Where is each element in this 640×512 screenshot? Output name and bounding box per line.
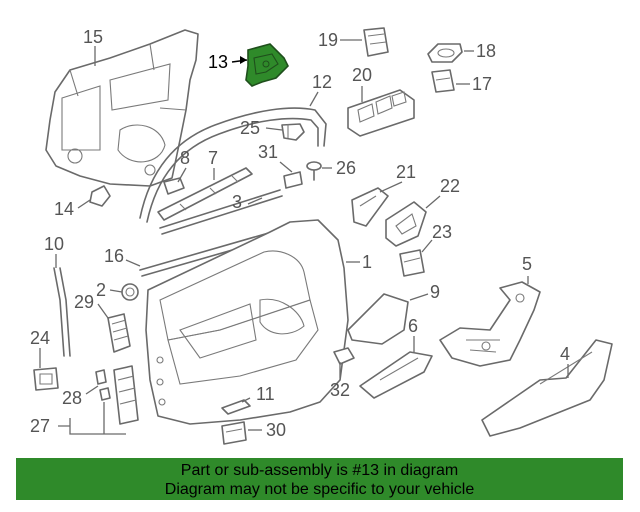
callout-6: 6 — [408, 316, 418, 336]
part-4-armrest — [481, 339, 613, 437]
part-19-switch — [363, 27, 389, 57]
part-8-clip — [163, 177, 185, 195]
callout-8: 8 — [180, 148, 190, 168]
callout-labels: 15 13 19 18 20 17 12 25 8 7 31 26 21 22 … — [30, 27, 570, 440]
part-29-vent — [107, 313, 131, 353]
callout-23: 23 — [432, 222, 452, 242]
part-10-seal-strip — [53, 267, 71, 357]
callout-9: 9 — [430, 282, 440, 302]
callout-10: 10 — [44, 234, 64, 254]
part-13-bracket-highlighted — [245, 43, 289, 87]
callout-4: 4 — [560, 344, 570, 364]
info-banner: Part or sub-assembly is #13 in diagram D… — [16, 458, 623, 500]
part-15-inner-panel — [45, 29, 199, 187]
part-20-window-switch-panel — [347, 89, 415, 137]
callout-24: 24 — [30, 328, 50, 348]
banner-line-disclaimer: Diagram may not be specific to your vehi… — [164, 481, 475, 498]
callout-11: 11 — [256, 384, 275, 404]
callout-31: 31 — [258, 142, 278, 162]
part-31-clip — [283, 171, 303, 189]
part-3-belt-molding — [159, 189, 283, 235]
callout-17: 17 — [472, 74, 492, 94]
part-1-door-trim-panel — [145, 219, 349, 425]
callout-25: 25 — [240, 118, 260, 138]
part-26-push-pin — [306, 161, 322, 181]
part-12-window-trim — [139, 107, 327, 223]
banner-line-part: Part or sub-assembly is #13 in diagram — [180, 462, 459, 479]
part-14-clip — [89, 185, 111, 207]
callout-13: 13 — [208, 52, 228, 72]
part-6-armrest-cover — [359, 351, 433, 399]
part-11-clip — [221, 399, 251, 415]
part-9-foam-pad — [347, 293, 409, 345]
part-18-bezel — [427, 43, 463, 63]
part-32-clip — [333, 347, 355, 365]
callout-18: 18 — [476, 41, 496, 61]
callout-5: 5 — [522, 254, 532, 274]
callout-28: 28 — [62, 388, 82, 408]
part-2-grommet — [121, 283, 139, 301]
callout-30: 30 — [266, 420, 286, 440]
callout-29: 29 — [74, 292, 94, 312]
part-23-switch — [399, 249, 425, 277]
part-25-clip — [281, 123, 305, 141]
callout-15: 15 — [83, 27, 103, 47]
part-30-module — [221, 421, 247, 445]
callout-7: 7 — [208, 148, 218, 168]
callout-32: 32 — [330, 380, 350, 400]
callout-19: 19 — [318, 30, 338, 50]
part-27-grille — [113, 365, 139, 425]
callout-26: 26 — [336, 158, 356, 178]
callout-20: 20 — [352, 65, 372, 85]
callout-1: 1 — [362, 252, 372, 272]
callout-27: 27 — [30, 416, 50, 436]
part-7-trim-strip — [157, 167, 253, 221]
callout-21: 21 — [396, 162, 416, 182]
callout-16: 16 — [104, 246, 124, 266]
callout-22: 22 — [440, 176, 460, 196]
callout-2: 2 — [96, 280, 106, 300]
part-28-clips — [95, 369, 111, 401]
part-24-switch — [33, 367, 59, 391]
part-5-bracket — [439, 281, 541, 367]
leader-lines — [39, 39, 569, 435]
part-22-handle-bezel — [385, 201, 427, 247]
callout-3: 3 — [232, 192, 242, 212]
callout-14: 14 — [54, 199, 74, 219]
callout-12: 12 — [312, 72, 332, 92]
part-17-mirror-switch — [431, 69, 455, 93]
part-21-handle — [351, 187, 389, 227]
